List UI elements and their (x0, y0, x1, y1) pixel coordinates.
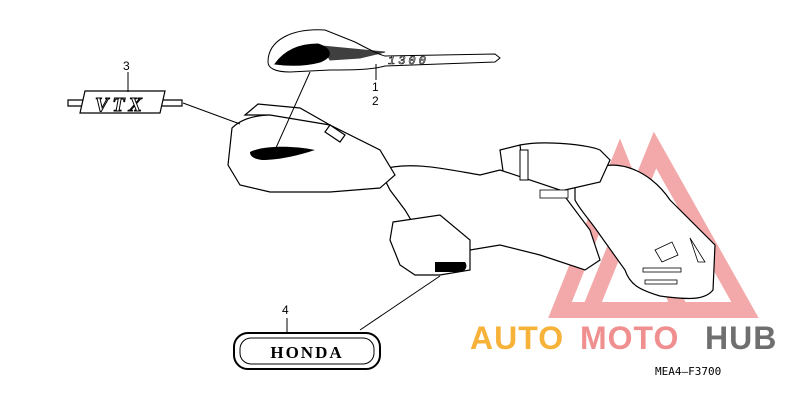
honda-badge (233, 332, 381, 370)
leader-lines (127, 64, 441, 332)
motorcycle-body-outline (227, 103, 716, 300)
side-cover-decal (435, 262, 467, 272)
watermark-moto: MOTO (580, 320, 679, 356)
seat-strap (519, 149, 529, 181)
figure-code: MEA4—F3700 (655, 365, 721, 378)
tank-decal-swoosh (250, 146, 315, 160)
fender-details (539, 189, 706, 285)
callout-4: 4 (282, 303, 289, 317)
tank-stripe-emblem (267, 29, 501, 73)
watermark-auto: AUTO (470, 320, 564, 356)
callout-2: 2 (372, 94, 379, 108)
callout-3: 3 (123, 59, 130, 73)
watermark-text: AUTO MOTO HUB (470, 320, 777, 356)
honda-badge-text: HONDA (270, 343, 343, 362)
tank-stripe-number-text: 1300 (388, 54, 429, 68)
vtx-emblem (67, 90, 183, 114)
callout-1: 1 (372, 80, 379, 94)
vtx-emblem-text: VTX (95, 94, 146, 116)
watermark-hub: HUB (705, 320, 777, 356)
